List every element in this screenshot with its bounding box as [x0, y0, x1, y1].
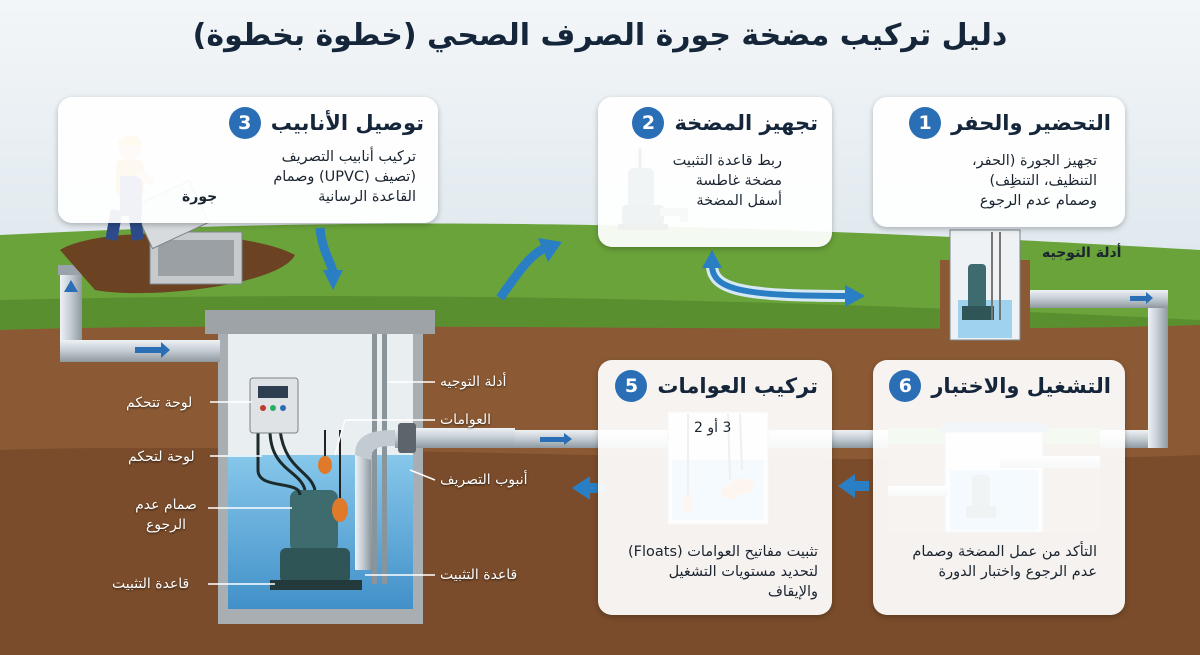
- step-5-badge: 5: [615, 370, 648, 402]
- step-3-card: 3 توصيل الأنابيب تركيب أنابيب التصريف (ت…: [58, 97, 438, 223]
- flow-arrow-4: [572, 476, 590, 500]
- step-1-badge: 1: [909, 107, 942, 139]
- step-3-line-2: (تصيف (UPVC) وصمام: [273, 169, 416, 185]
- step-3-header: 3 توصيل الأنابيب: [228, 107, 424, 139]
- step-5-header: 5 تركيب العوامات: [615, 370, 818, 402]
- float-2: [332, 498, 348, 522]
- flow-arrow-2: [496, 243, 548, 301]
- step-2-card: 2 تجهيز المضخة ربط قاعدة التثبيت مضخة غا…: [598, 97, 832, 247]
- label-control-panel-1: لوحة تتحكم: [126, 395, 193, 411]
- step1-illustration: [940, 229, 1030, 341]
- step-2-line-2: مضخة غاطسة: [695, 173, 782, 189]
- step-6-text: التأكد من عمل المضخة وصمام عدم الرجوع وا…: [912, 542, 1097, 582]
- label-base-left: قاعدة التثبيت: [112, 576, 190, 592]
- step-2-line-3: أسفل المضخة: [696, 193, 782, 209]
- step-5-line-1: تثبيت مفاتيح العوامات (Floats): [627, 544, 818, 560]
- guide-rails-label-step1: أدلة التوجيه: [1042, 245, 1122, 261]
- step-6-title: التشغيل والاختبار: [931, 374, 1111, 398]
- step-3-title: توصيل الأنابيب: [270, 111, 424, 135]
- step-6-badge: 6: [889, 370, 922, 402]
- step-2-text: ربط قاعدة التثبيت مضخة غاطسة أسفل المضخة: [673, 151, 782, 211]
- step-6-line-2: عدم الرجوع واختبار الدورة: [938, 564, 1097, 580]
- step-1-line-2: التنظيف، التنظِف): [989, 173, 1097, 189]
- flow-arrow-5: [838, 474, 855, 498]
- inlet-pipe: [58, 265, 220, 362]
- step-3-badge: 3: [228, 107, 261, 139]
- step-2-title: تجهيز المضخة: [674, 111, 818, 135]
- step-1-header: 1 التحضير والحفر: [909, 107, 1111, 139]
- step-1-card: 1 التحضير والحفر تجهيز الجورة (الحفر، ال…: [873, 97, 1125, 227]
- label-discharge-pipe: أنبوب التصريف: [440, 472, 528, 488]
- page-title: دليل تركيب مضخة جورة الصرف الصحي (خطوة ب…: [192, 18, 1008, 53]
- step-6-line-1: التأكد من عمل المضخة وصمام: [912, 544, 1097, 560]
- step-5-card: 5 تركيب العوامات تثبيت مفاتيح العوامات (…: [598, 360, 832, 615]
- step-2-badge: 2: [632, 107, 665, 139]
- step-1-line-1: تجهيز الجورة (الحفر،: [971, 153, 1097, 169]
- flow-arrow-1: [315, 227, 338, 274]
- step-6-card: 6 التشغيل والاختبار التأكد من عمل المضخة…: [873, 360, 1125, 615]
- step-5-line-3: والإيقاف: [767, 584, 818, 600]
- label-guide-rails: أدلة التوجيه: [440, 374, 507, 390]
- step-5-text: تثبيت مفاتيح العوامات (Floats) لتحديد مس…: [628, 542, 818, 602]
- step-1-line-3: وصمام عدم الرجوع: [979, 193, 1097, 209]
- step-3-text: تركيب أنابيب التصريف (تصيف (UPVC) وصمام …: [273, 147, 416, 207]
- step-1-text: تجهيز الجورة (الحفر، التنظيف، التنظِف) و…: [972, 151, 1097, 211]
- float-levels-label: 3 أو 2: [694, 420, 732, 436]
- label-control-panel-2: لوحة لتحكم: [128, 449, 195, 465]
- step-2-header: 2 تجهيز المضخة: [632, 107, 818, 139]
- label-floats: العوامات: [440, 412, 491, 428]
- label-base: قاعدة التثبيت: [440, 567, 518, 583]
- step-2-line-1: ربط قاعدة التثبيت: [672, 153, 782, 169]
- float-1: [318, 456, 332, 474]
- step-3-line-1: تركيب أنابيب التصريف: [281, 149, 416, 165]
- step-1-title: التحضير والحفر: [951, 111, 1111, 135]
- main-sump-pit: [205, 310, 515, 624]
- pit-label: جورة: [182, 189, 218, 205]
- step-3-line-3: القاعدة الرسانية: [318, 189, 416, 205]
- label-check-valve: صمام عدم الرجوع: [135, 497, 197, 533]
- step-6-header: 6 التشغيل والاختبار: [889, 370, 1111, 402]
- step-5-title: تركيب العوامات: [657, 374, 818, 398]
- step-5-line-2: لتحديد مستويات التشغيل: [668, 564, 818, 580]
- pump-body: [290, 490, 338, 552]
